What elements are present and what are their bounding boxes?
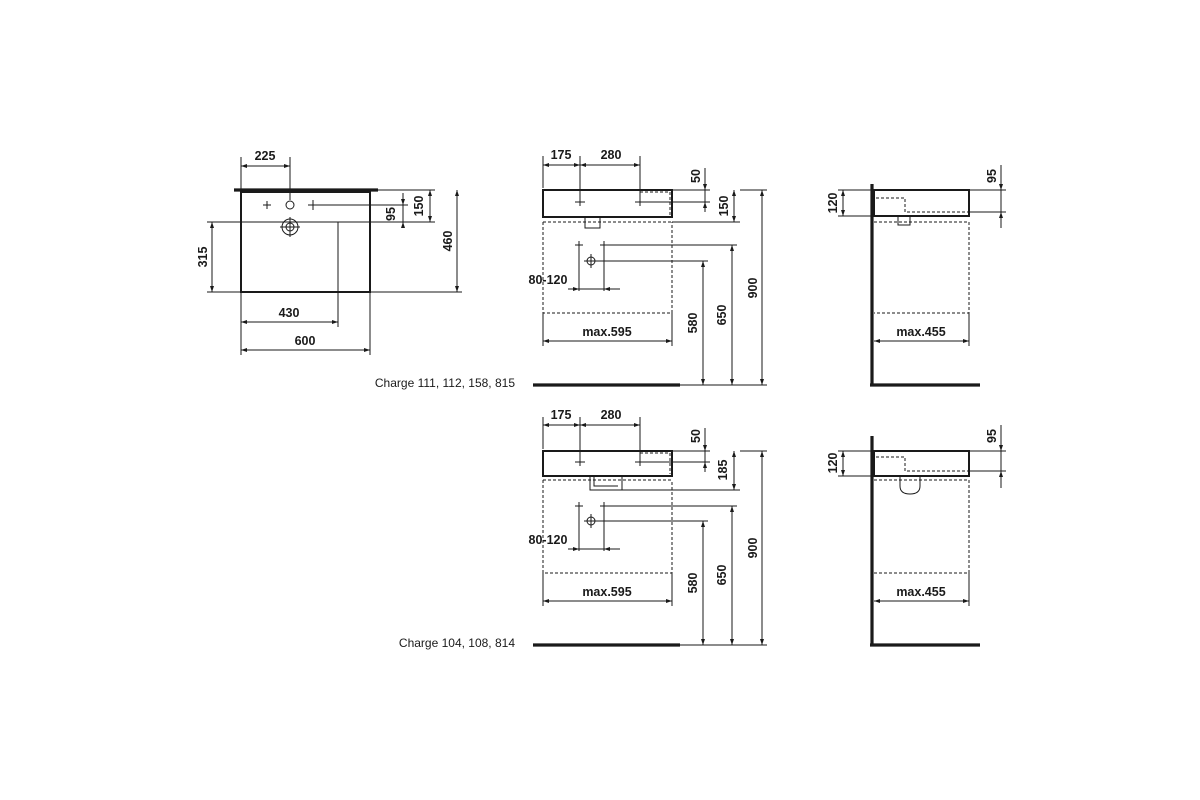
dim-175-v2: 175 [551, 408, 572, 422]
side-view-variant-2: 120 95 max.455 [826, 425, 1006, 647]
dim-225: 225 [255, 149, 276, 163]
dim-120-v2: 120 [826, 453, 840, 474]
caption-variant-2: Charge 104, 108, 814 [399, 636, 515, 650]
side-view-variant-1: 120 95 max.455 [826, 165, 1006, 387]
caption-variant-1: Charge 111, 112, 158, 815 [375, 376, 515, 390]
dim-95-side-v2: 95 [985, 429, 999, 443]
dim-600: 600 [295, 334, 316, 348]
dim-150: 150 [412, 196, 426, 217]
side-basin-1 [873, 189, 970, 217]
dim-50: 50 [689, 169, 703, 183]
dim-max595: max.595 [582, 325, 631, 339]
plan-tap-holes [263, 200, 318, 210]
dim-315: 315 [196, 247, 210, 268]
front-view-variant-1: 175 280 50 150 80-120 max.595 580 [529, 148, 767, 387]
dim-460: 460 [441, 231, 455, 252]
dim-120: 120 [826, 193, 840, 214]
plan-basin-outline [240, 191, 371, 293]
plan-drain-icon [280, 217, 300, 237]
dim-max595-v2: max.595 [582, 585, 631, 599]
dim-50-v2: 50 [689, 429, 703, 443]
dim-430: 430 [279, 306, 300, 320]
dim-95-side: 95 [985, 169, 999, 183]
dim-280-v2: 280 [601, 408, 622, 422]
dim-max455: max.455 [896, 325, 945, 339]
dim-280: 280 [601, 148, 622, 162]
dim-175: 175 [551, 148, 572, 162]
front-view-variant-2: 175 280 50 185 80-120 max.595 580 [529, 408, 767, 647]
dim-80-120: 80-120 [529, 273, 568, 287]
front-cabinet-outline-2 [542, 480, 673, 574]
front-cabinet-outline-1 [542, 222, 673, 314]
front-basin-2 [542, 450, 673, 477]
dim-900: 900 [746, 278, 760, 299]
dim-185: 185 [716, 460, 730, 481]
dim-580-v2: 580 [686, 573, 700, 594]
front-basin-1 [542, 189, 673, 218]
dim-900-v2: 900 [746, 538, 760, 559]
dim-650: 650 [715, 305, 729, 326]
side-basin-2 [873, 450, 970, 477]
dim-80-120-v2: 80-120 [529, 533, 568, 547]
dim-95: 95 [384, 207, 398, 221]
dim-150-front: 150 [717, 196, 731, 217]
dim-max455-v2: max.455 [896, 585, 945, 599]
plan-view: 225 150 95 460 315 430 600 [196, 149, 462, 355]
dim-650-v2: 650 [715, 565, 729, 586]
dim-580: 580 [686, 313, 700, 334]
